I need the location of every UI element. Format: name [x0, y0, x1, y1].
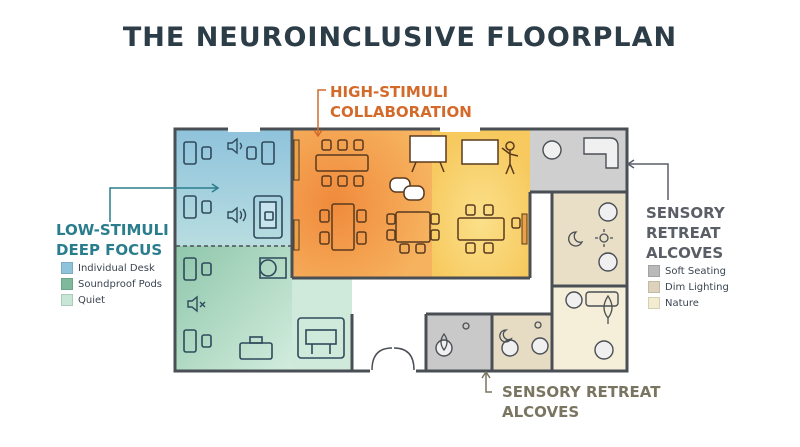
door-gaps — [228, 126, 480, 374]
legend-item: Soundproof Pods — [61, 276, 162, 292]
legend-label: Dim Lighting — [665, 281, 729, 293]
legend-label: Soundproof Pods — [78, 278, 163, 290]
arrow-right — [628, 163, 669, 200]
low-stimuli-line-1: LOW-STIMULI — [56, 221, 169, 239]
armchair-icon — [435, 137, 619, 360]
wall-panels — [293, 139, 528, 251]
leaf-icon — [440, 294, 613, 352]
legend-label: Quiet — [78, 294, 106, 306]
corridor — [352, 278, 552, 314]
moon-icon — [499, 231, 584, 343]
callout-arrows — [109, 89, 669, 393]
lamp-icon — [462, 229, 613, 330]
arrow-low — [109, 187, 218, 222]
sensory-right-line-1: SENSORY — [646, 204, 725, 222]
grey-alcove-bottom — [426, 314, 492, 370]
legend-label: Soft Seating — [665, 265, 726, 277]
chat-bubbles-icon — [389, 177, 425, 201]
chairs-orange — [315, 139, 521, 254]
high-stimuli-line-2: COLLABORATION — [330, 103, 472, 121]
legend-swatch — [648, 281, 660, 293]
arrow-bottom — [485, 372, 492, 393]
desk-chair-icon — [183, 141, 275, 353]
legend-swatch — [648, 265, 660, 277]
legend-sensory: Soft Seating Dim Lighting Nature — [648, 263, 729, 311]
table-icon — [239, 317, 345, 360]
legend-swatch — [61, 278, 73, 290]
legend-item: Quiet — [61, 292, 162, 308]
pod-icon — [253, 195, 287, 279]
legend-swatch — [61, 262, 73, 274]
legend-swatch — [61, 294, 73, 306]
low-stimuli-label: LOW-STIMULI DEEP FOCUS — [56, 220, 169, 260]
legend-item: Individual Desk — [61, 260, 162, 276]
presenter-icon — [501, 141, 519, 175]
low-stimuli-line-2: DEEP FOCUS — [56, 241, 163, 259]
legend-item: Soft Seating — [648, 263, 729, 279]
legend-label: Nature — [665, 297, 699, 309]
sensory-right-label: SENSORY RETREAT ALCOVES — [646, 203, 725, 263]
speaker-icon — [227, 137, 247, 224]
sensory-right-line-2: RETREAT — [646, 224, 721, 242]
legend-label: Individual Desk — [78, 262, 155, 274]
legend-item: Dim Lighting — [648, 279, 729, 295]
doors — [371, 347, 415, 371]
sensory-bottom-line-1: SENSORY RETREAT — [502, 383, 661, 401]
sofa-icon — [585, 291, 619, 307]
high-stimuli-label: HIGH-STIMULI COLLABORATION — [330, 82, 472, 122]
page-title: THE NEUROINCLUSIVE FLOORPLAN — [122, 22, 678, 53]
legend-swatch — [648, 297, 660, 309]
mute-speaker-icon — [187, 295, 206, 313]
zone-fills — [176, 130, 626, 370]
high-stimuli-line-1: HIGH-STIMULI — [330, 83, 449, 101]
legend-low-stimuli: Individual Desk Soundproof Pods Quiet — [61, 260, 162, 308]
arrow-high — [317, 89, 326, 136]
sensory-right-line-3: ALCOVES — [646, 244, 724, 262]
sensory-bottom-line-2: ALCOVES — [502, 403, 580, 421]
legend-item: Nature — [648, 295, 729, 311]
whiteboard-icon — [409, 135, 499, 173]
sensory-bottom-label: SENSORY RETREAT ALCOVES — [502, 382, 660, 422]
green-lower-zone — [292, 278, 352, 370]
